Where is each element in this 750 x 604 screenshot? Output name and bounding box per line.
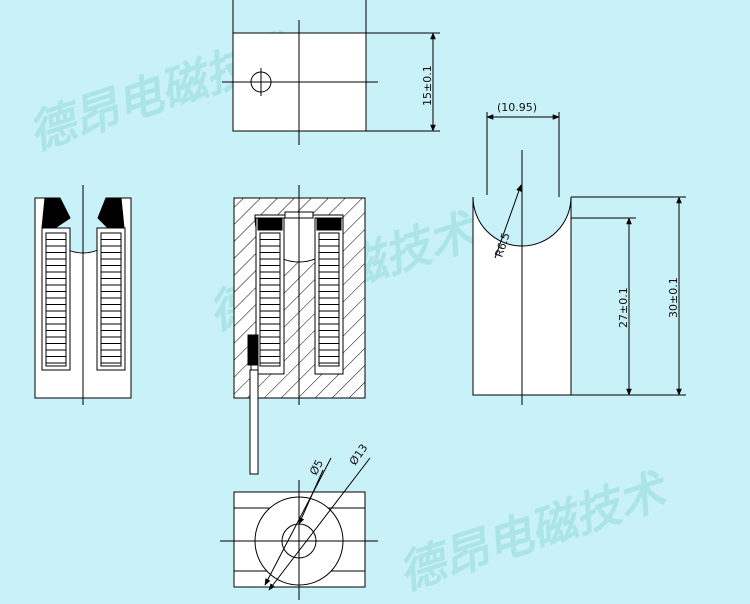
lead-wire: [249, 369, 259, 475]
left-coil-ladder: [45, 232, 122, 367]
dim-27: 27±0.1: [617, 287, 630, 328]
watermark-text-3: 德昂电磁技术: [392, 462, 676, 600]
side-view: [472, 112, 686, 405]
dim-diameter-13: Ø13: [347, 442, 371, 468]
left-winding-a: [45, 232, 67, 367]
bottom-view: [220, 457, 378, 600]
left-winding-b: [100, 232, 122, 367]
dim-diameter-5: Ø5: [307, 457, 326, 477]
mid-winding-b: [318, 232, 340, 367]
mid-winding-a: [259, 232, 281, 367]
top-view: [222, 0, 440, 145]
dim-30: 30±0.1: [667, 277, 680, 318]
middle-coil-ladder: [259, 232, 340, 367]
dim-15: 15±0.1: [421, 65, 434, 106]
dim-chord: (10.95): [497, 101, 537, 114]
